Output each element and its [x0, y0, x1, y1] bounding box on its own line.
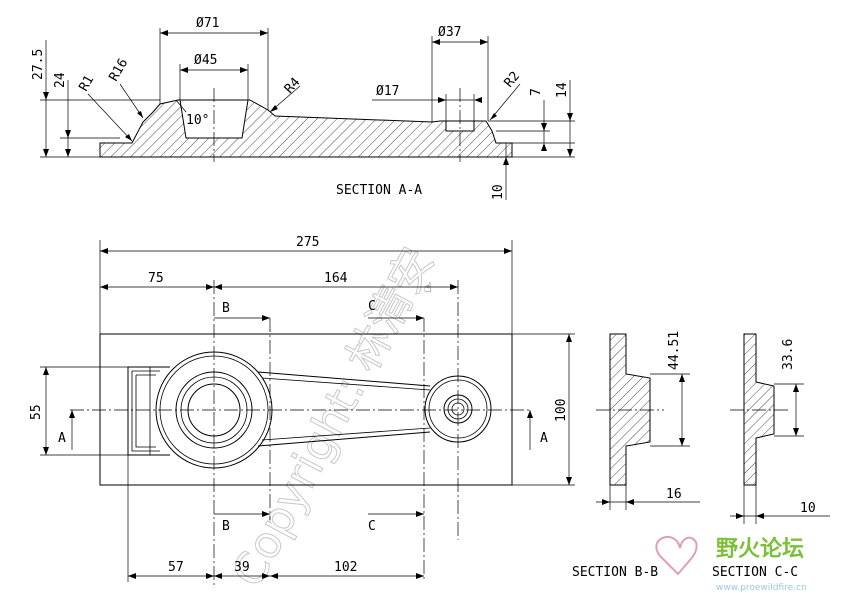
- dim-h14: 14: [555, 82, 570, 98]
- cut-label-c-top: C: [368, 299, 376, 314]
- watermark: Copyright: 林清安: [222, 239, 444, 596]
- dim-d275: 275: [296, 235, 319, 250]
- section-c-c-caption: SECTION C-C: [712, 565, 798, 580]
- dim-r4: R4: [282, 75, 304, 97]
- section-c-c-view: 33.6 10 SECTION C-C: [712, 333, 830, 580]
- dim-d164: 164: [324, 271, 348, 286]
- dim-h24: 24: [53, 72, 68, 88]
- dim-d45: Ø45: [194, 53, 217, 68]
- dim-d100: 100: [554, 399, 569, 422]
- dim-bb-height: 44.51: [667, 331, 682, 370]
- dim-d17: Ø17: [376, 84, 399, 99]
- logo-name: 野火论坛: [716, 536, 804, 562]
- forum-logo: 野火论坛 www.proewildfire.cn: [655, 536, 807, 593]
- cut-label-c-bottom: C: [368, 519, 376, 534]
- dim-d55: 55: [29, 404, 44, 420]
- dim-h10: 10: [491, 184, 506, 200]
- svg-text:Copyright: 林清安: Copyright: 林清安: [223, 239, 444, 595]
- base-plate-outline: [99, 333, 513, 486]
- dim-r1: R1: [76, 73, 97, 94]
- dim-d37: Ø37: [438, 25, 461, 40]
- dim-h7: 7: [529, 88, 544, 96]
- dim-r16: R16: [106, 56, 131, 84]
- dim-cc-width: 10: [800, 501, 816, 516]
- logo-url: www.proewildfire.cn: [716, 583, 807, 593]
- section-a-a-caption: SECTION A-A: [336, 183, 422, 198]
- dim-h275: 27.5: [31, 49, 46, 80]
- cut-label-a-left: A: [58, 431, 66, 446]
- dim-cc-height: 33.6: [781, 339, 796, 370]
- dim-d39: 39: [234, 560, 250, 575]
- section-b-b-caption: SECTION B-B: [572, 565, 658, 580]
- section-a-a-view: Ø71 Ø45 10° 27.5 24 R1 R16 R4: [31, 16, 575, 200]
- dim-r2: R2: [502, 69, 524, 91]
- dim-d71: Ø71: [196, 16, 219, 31]
- dim-angle: 10°: [186, 113, 209, 128]
- cut-label-b-top: B: [222, 301, 230, 316]
- cut-label-b-bottom: B: [222, 519, 230, 534]
- section-b-b-view: 44.51 16 SECTION B-B: [572, 331, 700, 580]
- cut-label-a-right: A: [540, 431, 548, 446]
- dim-d102: 102: [334, 560, 357, 575]
- dim-d57: 57: [168, 560, 184, 575]
- svg-text:☝: ☝: [424, 281, 432, 296]
- dim-d75: 75: [148, 271, 164, 286]
- dim-bb-width: 16: [666, 487, 682, 502]
- plan-view: 275 75 164 ☝ 55 100 A A: [29, 235, 575, 585]
